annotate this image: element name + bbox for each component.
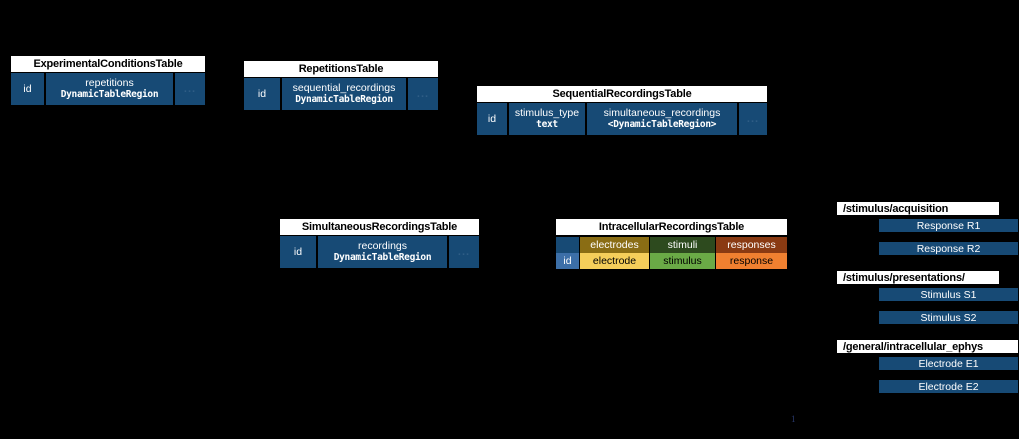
page-number: 1: [791, 414, 796, 424]
container-stimulus-presentations: /stimulus/presentations/ Stimulus S1 Sti…: [836, 270, 1019, 325]
table-simultaneous-recordings[interactable]: SimultaneousRecordingsTable id recording…: [279, 218, 480, 269]
column-electrode[interactable]: electrode: [580, 253, 650, 269]
group-electrodes[interactable]: electrodes: [580, 237, 650, 253]
column-recordings[interactable]: recordings DynamicTableRegion: [318, 236, 449, 268]
container-item[interactable]: Stimulus S1: [878, 287, 1019, 302]
column-id[interactable]: id: [556, 253, 580, 269]
table-title: RepetitionsTable: [243, 60, 439, 78]
column-more[interactable]: ...: [408, 78, 438, 110]
table-title: ExperimentalConditionsTable: [10, 55, 206, 73]
group-id-blank: [556, 237, 580, 253]
table-row: id repetitions DynamicTableRegion ...: [10, 73, 206, 106]
column-simultaneous-recordings[interactable]: simultaneous_recordings <DynamicTableReg…: [587, 103, 739, 135]
column-response[interactable]: response: [716, 253, 787, 269]
container-path: /stimulus/presentations/: [836, 270, 1000, 285]
group-responses[interactable]: responses: [716, 237, 787, 253]
column-sequential-recordings[interactable]: sequential_recordings DynamicTableRegion: [282, 78, 408, 110]
table-intracellular-recordings[interactable]: IntracellularRecordingsTable electrodes …: [555, 218, 788, 270]
group-stimuli[interactable]: stimuli: [650, 237, 716, 253]
table-row: id stimulus_type text simultaneous_recor…: [476, 103, 768, 136]
container-path: /stimulus/acquisition: [836, 201, 1000, 216]
container-path: /general/intracellular_ephys: [836, 339, 1019, 354]
column-id[interactable]: id: [11, 73, 46, 105]
table-row: id sequential_recordings DynamicTableReg…: [243, 78, 439, 111]
container-item[interactable]: Response R2: [878, 241, 1019, 256]
container-item[interactable]: Electrode E2: [878, 379, 1019, 394]
column-more[interactable]: ...: [449, 236, 479, 268]
table-sequential-recordings[interactable]: SequentialRecordingsTable id stimulus_ty…: [476, 85, 768, 136]
column-id[interactable]: id: [280, 236, 318, 268]
column-id[interactable]: id: [244, 78, 282, 110]
table-group-header-row: electrodes stimuli responses: [555, 236, 788, 253]
column-more[interactable]: ...: [175, 73, 205, 105]
table-experimental-conditions[interactable]: ExperimentalConditionsTable id repetitio…: [10, 55, 206, 106]
table-repetitions[interactable]: RepetitionsTable id sequential_recording…: [243, 60, 439, 111]
column-repetitions[interactable]: repetitions DynamicTableRegion: [46, 73, 175, 105]
table-title: SimultaneousRecordingsTable: [279, 218, 480, 236]
container-stimulus-acquisition: /stimulus/acquisition Response R1 Respon…: [836, 201, 1019, 256]
table-row: id recordings DynamicTableRegion ...: [279, 236, 480, 269]
column-id[interactable]: id: [477, 103, 509, 135]
column-stimulus-type[interactable]: stimulus_type text: [509, 103, 587, 135]
container-item[interactable]: Stimulus S2: [878, 310, 1019, 325]
table-title: SequentialRecordingsTable: [476, 85, 768, 103]
container-item[interactable]: Response R1: [878, 218, 1019, 233]
column-more[interactable]: ...: [739, 103, 767, 135]
table-title: IntracellularRecordingsTable: [555, 218, 788, 236]
container-item[interactable]: Electrode E1: [878, 356, 1019, 371]
container-general-intracellular-ephys: /general/intracellular_ephys Electrode E…: [836, 339, 1019, 394]
column-stimulus[interactable]: stimulus: [650, 253, 716, 269]
table-column-header-row: id electrode stimulus response: [555, 253, 788, 270]
